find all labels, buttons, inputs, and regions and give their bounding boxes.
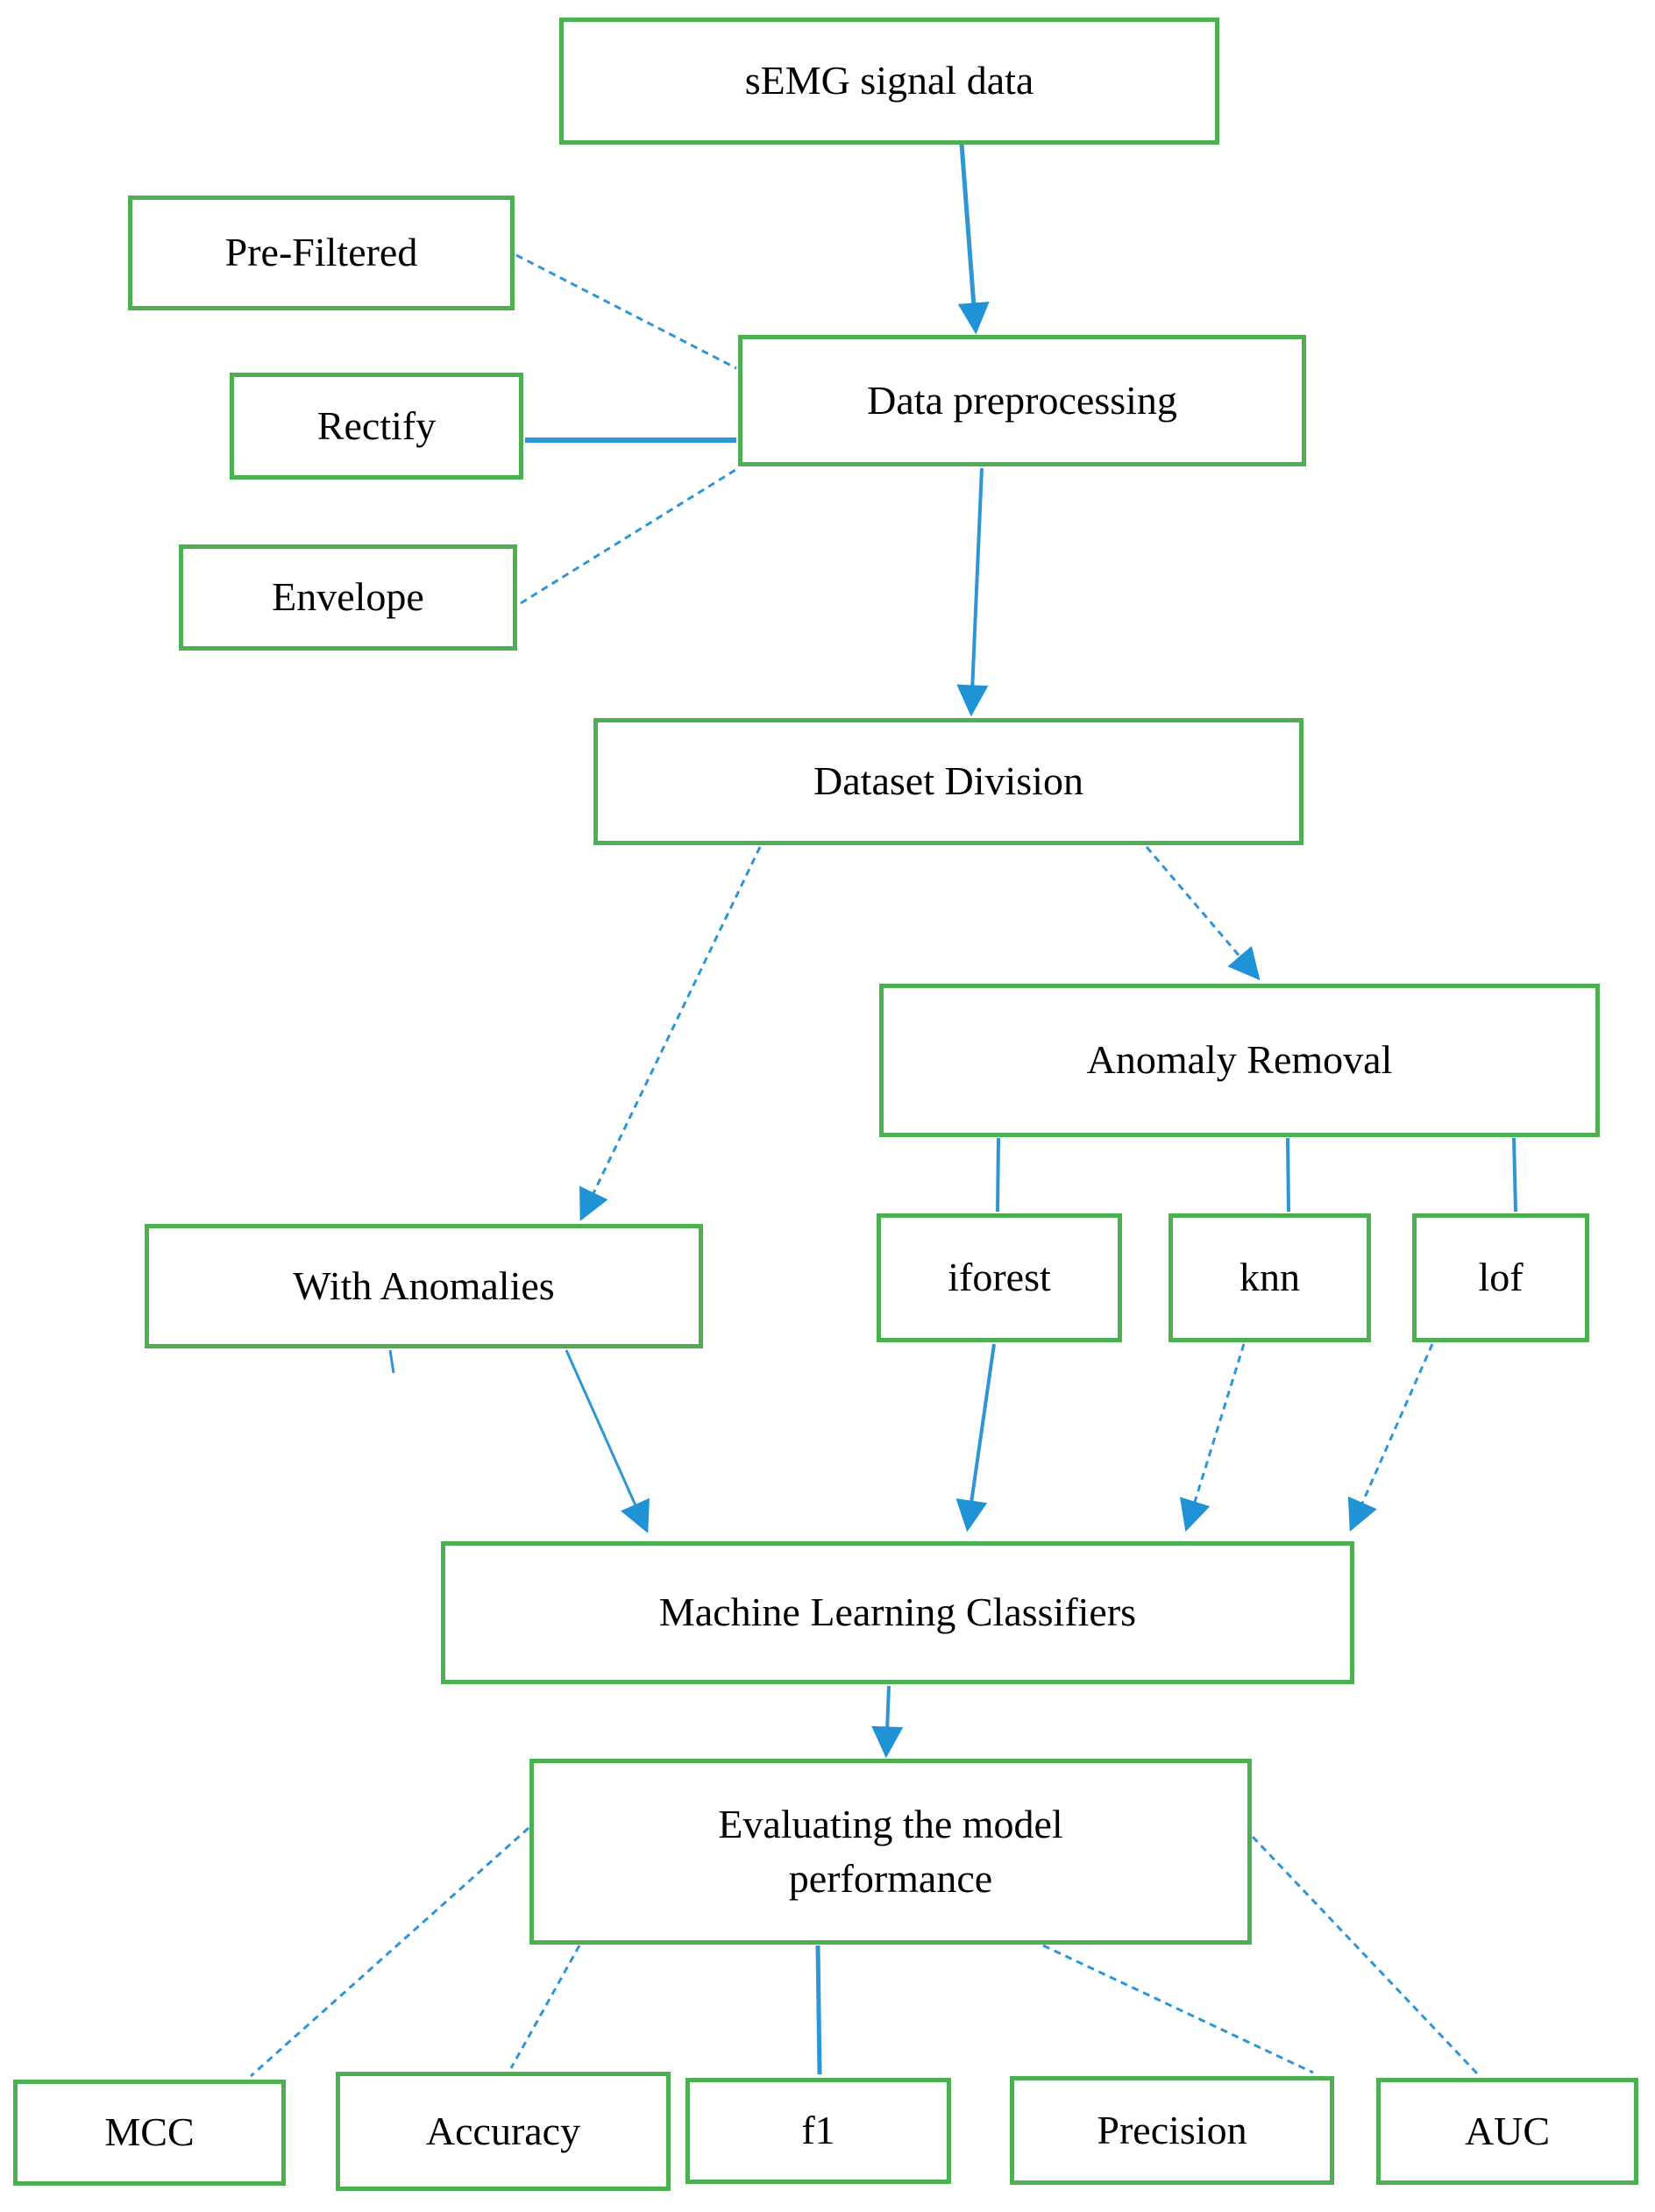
edge-eval-to-auc [1251, 1835, 1480, 2076]
edge-knn-to-ml [1179, 1343, 1246, 1533]
node-anomaly: Anomaly Removal [879, 984, 1600, 1137]
edge-withanomalies-to-ml [565, 1349, 650, 1533]
node-envelope: Envelope [179, 544, 517, 651]
node-label-accuracy: Accuracy [425, 2108, 581, 2153]
edge-ml-to-eval [871, 1685, 904, 1759]
node-label-auc: AUC [1464, 2108, 1551, 2153]
edge-anomaly-to-lof [1512, 1137, 1517, 1213]
node-label-anomaly: Anomaly Removal [1086, 1037, 1393, 1083]
node-dataset: Dataset Division [593, 718, 1303, 845]
edge-preprocessing-to-dataset [956, 467, 989, 717]
node-label-knn: knn [1239, 1255, 1300, 1300]
node-label-semg: sEMG signal data [744, 58, 1034, 103]
edge-eval-to-f1 [815, 1945, 822, 2075]
node-label-dataset: Dataset Division [813, 758, 1083, 804]
edge-prefiltered-to-preprocessing [515, 253, 737, 370]
node-iforest: iforest [877, 1213, 1122, 1342]
edge-envelope-to-preprocessing [520, 468, 736, 605]
edge-eval-to-mcc [250, 1826, 529, 2078]
node-auc: AUC [1376, 2078, 1638, 2185]
node-knn: knn [1168, 1213, 1371, 1342]
node-preprocessing: Data preprocessing [738, 335, 1306, 466]
edge-eval-to-accuracy [509, 1945, 581, 2069]
node-label-f1: f1 [801, 2108, 835, 2153]
edge-anomaly-to-knn [1286, 1137, 1290, 1213]
node-label-mcc: MCC [104, 2109, 195, 2155]
node-ml: Machine Learning Classifiers [441, 1541, 1354, 1684]
node-label-rectify: Rectify [316, 402, 437, 448]
node-label-prefiltered: Pre-Filtered [224, 230, 418, 275]
node-accuracy: Accuracy [336, 2072, 671, 2191]
edge-eval-to-precision [1042, 1944, 1314, 2074]
edge-dataset-to-withanomalies [579, 846, 762, 1221]
node-prefiltered: Pre-Filtered [128, 196, 515, 310]
edge-semg-to-preprocessing [957, 143, 990, 335]
node-precision: Precision [1010, 2076, 1334, 2185]
node-withanom: With Anomalies [145, 1224, 703, 1348]
edge-dataset-to-anomalyremoval [1145, 846, 1261, 981]
edge-iforest-to-ml [955, 1343, 996, 1533]
node-label-eval: Evaluating the model performance [718, 1801, 1063, 1901]
node-label-iforest: iforest [948, 1255, 1051, 1300]
node-rectify: Rectify [230, 373, 523, 480]
edge-lof-to-ml [1347, 1343, 1434, 1532]
node-label-precision: Precision [1097, 2107, 1247, 2152]
node-semg: sEMG signal data [559, 18, 1219, 145]
node-lof: lof [1412, 1213, 1589, 1342]
edge-withanomalies-stub [388, 1349, 395, 1374]
node-label-preprocessing: Data preprocessing [867, 377, 1177, 423]
node-eval: Evaluating the model performance [529, 1759, 1252, 1945]
node-label-lof: lof [1478, 1255, 1524, 1300]
node-mcc: MCC [13, 2080, 286, 2186]
node-label-withanom: With Anomalies [293, 1262, 555, 1308]
node-label-ml: Machine Learning Classifiers [658, 1590, 1137, 1635]
node-f1: f1 [685, 2078, 951, 2184]
node-label-envelope: Envelope [272, 574, 424, 620]
